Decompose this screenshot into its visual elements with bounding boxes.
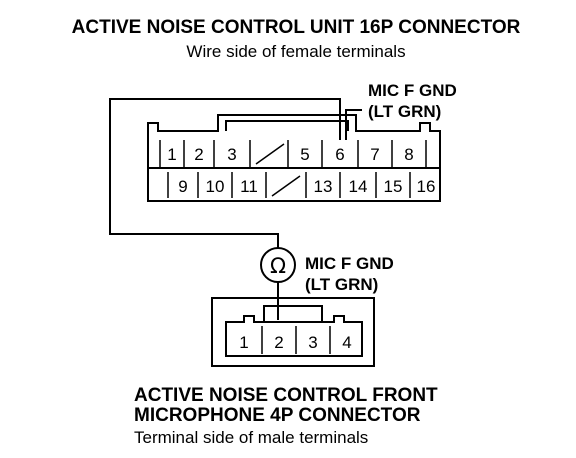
pin-5: 5 — [300, 145, 309, 164]
pin-10: 10 — [206, 177, 225, 196]
top-wire-color-label: (LT GRN) — [368, 102, 441, 121]
pin-2: 2 — [194, 145, 203, 164]
mic-pin-1: 1 — [239, 333, 248, 352]
meter-wire-label: MIC F GND — [305, 254, 394, 273]
top-connector-row-1: 1 2 3 5 6 7 8 — [159, 140, 427, 168]
top-wire-label: MIC F GND — [368, 81, 457, 100]
top-connector-title: ACTIVE NOISE CONTROL UNIT 16P CONNECTOR — [72, 17, 521, 38]
bottom-connector-pin-frame — [225, 315, 363, 357]
mic-pin-4: 4 — [342, 333, 351, 352]
blank-cavity-4-slash — [255, 143, 285, 165]
pin-16: 16 — [417, 177, 436, 196]
bottom-connector-housing — [211, 297, 375, 367]
pin-1: 1 — [167, 145, 176, 164]
probe-wire-pin-6-lead — [345, 109, 362, 140]
mic-pin-3: 3 — [308, 333, 317, 352]
top-connector-subtitle: Wire side of female terminals — [186, 42, 405, 61]
pin-11: 11 — [240, 177, 258, 196]
blank-cavity-12-slash — [271, 175, 301, 197]
bottom-connector-title-2: MICROPHONE 4P CONNECTOR — [134, 405, 421, 426]
meter-wire-color-label: (LT GRN) — [305, 275, 378, 294]
pin-8: 8 — [404, 145, 413, 164]
ohm-symbol: Ω — [270, 254, 286, 278]
pin-15: 15 — [384, 177, 403, 196]
top-connector-body — [147, 114, 441, 202]
bottom-connector-lock-tab — [263, 305, 323, 322]
top-connector-lock-tab — [225, 120, 349, 131]
probe-wire-left — [109, 98, 341, 248]
bottom-connector-subtitle: Terminal side of male terminals — [134, 428, 368, 447]
pin-13: 13 — [314, 177, 333, 196]
mic-pin-2: 2 — [274, 333, 283, 352]
pin-9: 9 — [178, 177, 187, 196]
top-connector-row-2: 9 10 11 13 14 15 16 — [167, 172, 436, 198]
pin-14: 14 — [349, 177, 368, 196]
pin-7: 7 — [370, 145, 379, 164]
pin-3: 3 — [227, 145, 236, 164]
bottom-connector-title-1: ACTIVE NOISE CONTROL FRONT — [134, 385, 438, 406]
pin-6: 6 — [335, 145, 344, 164]
